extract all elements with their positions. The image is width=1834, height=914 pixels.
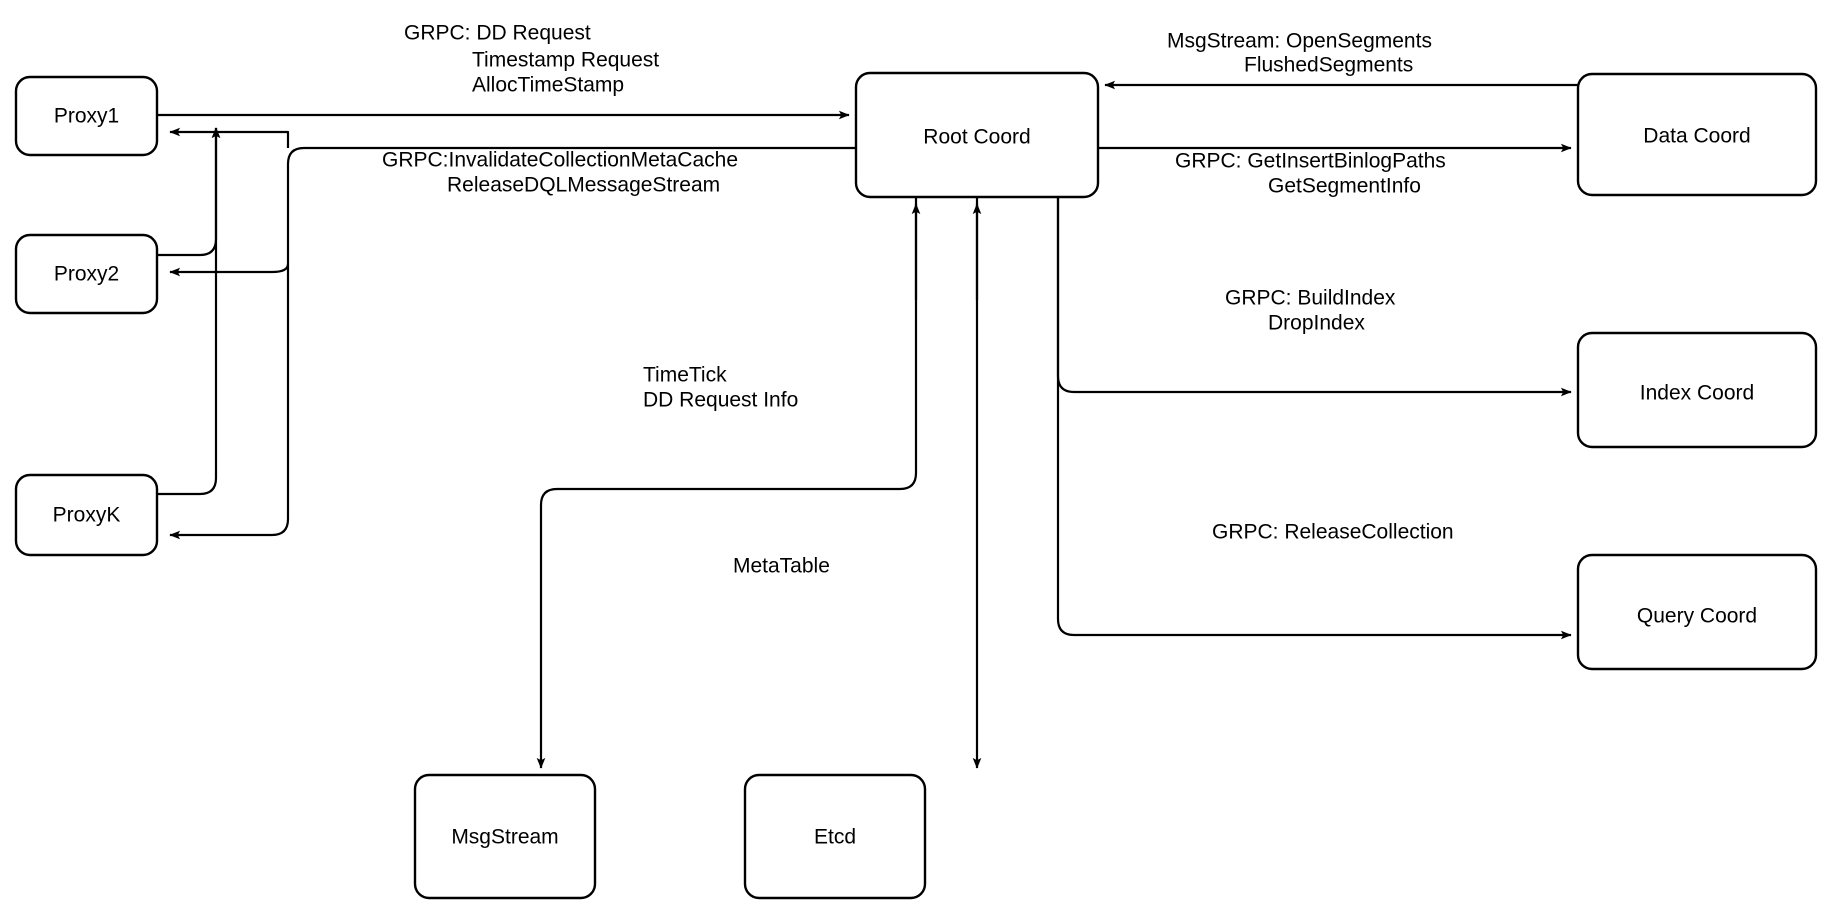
node-querycoord-box[interactable] — [1576, 553, 1818, 671]
node-indexcoord-label: Index Coord — [1640, 382, 1754, 405]
edge-label-line: FlushedSegments — [1244, 54, 1413, 77]
edge-rootcoord-to-msgstream — [536, 197, 918, 769]
edge-label-root-to-querycoord: GRPC: ReleaseCollection — [1212, 521, 1454, 544]
edge-label-line: MetaTable — [733, 555, 830, 578]
node-datacoord-label: Data Coord — [1643, 125, 1750, 148]
node-proxyk-box[interactable] — [14, 473, 159, 557]
edge-label-line: DD Request Info — [643, 389, 798, 412]
edge-label-line: GRPC: BuildIndex — [1225, 287, 1396, 310]
edge-bus-to-proxy1 — [169, 127, 290, 148]
edge-label-line: AllocTimeStamp — [472, 74, 624, 97]
node-proxy1[interactable]: Proxy1 — [14, 75, 159, 157]
node-proxy1-label: Proxy1 — [54, 105, 119, 128]
edge-label-line: MsgStream: OpenSegments — [1167, 30, 1432, 53]
node-rootcoord-label: Root Coord — [923, 126, 1030, 149]
edge-label-root-to-indexcoord: GRPC: BuildIndex DropIndex — [1225, 287, 1396, 335]
edge-label-root-to-proxy: GRPC:InvalidateCollectionMetaCache Relea… — [382, 149, 738, 197]
edge-label-line: GRPC: DD Request — [404, 22, 591, 45]
edge-label-line: ReleaseDQLMessageStream — [447, 174, 720, 197]
node-msgstream-box[interactable] — [413, 773, 597, 900]
node-layer: Proxy1 Proxy2 ProxyK Root Coord Data Coo… — [14, 71, 1818, 900]
node-etcd[interactable]: Etcd — [743, 773, 927, 900]
node-rootcoord[interactable]: Root Coord — [854, 71, 1100, 199]
edge-label-line: Timestamp Request — [472, 49, 659, 72]
edge-bus-to-proxy2 — [169, 263, 290, 277]
node-etcd-label: Etcd — [814, 826, 856, 849]
node-proxy1-box[interactable] — [14, 75, 159, 157]
edge-label-root-to-msgstream: TimeTick DD Request Info — [643, 364, 798, 412]
node-proxy2[interactable]: Proxy2 — [14, 233, 159, 315]
node-indexcoord-box[interactable] — [1576, 331, 1818, 449]
node-proxy2-label: Proxy2 — [54, 263, 119, 286]
node-proxy2-box[interactable] — [14, 233, 159, 315]
edge-label-line: GRPC: GetInsertBinlogPaths — [1175, 150, 1446, 173]
edge-label-line: DropIndex — [1268, 312, 1365, 335]
edge-label-root-to-etcd: MetaTable — [733, 555, 830, 578]
node-querycoord[interactable]: Query Coord — [1576, 553, 1818, 671]
node-etcd-box[interactable] — [743, 773, 927, 900]
edge-layer — [157, 80, 1578, 769]
edge-label-root-to-datacoord: GRPC: GetInsertBinlogPaths GetSegmentInf… — [1175, 150, 1446, 198]
node-indexcoord[interactable]: Index Coord — [1576, 331, 1818, 449]
node-msgstream[interactable]: MsgStream — [413, 773, 597, 900]
edge-label-line: TimeTick — [643, 364, 727, 387]
edge-proxyk-to-bus — [157, 127, 221, 496]
node-querycoord-label: Query Coord — [1637, 605, 1757, 628]
edge-proxy2-to-bus — [157, 127, 221, 257]
node-datacoord-box[interactable] — [1576, 72, 1818, 197]
edge-label-line: GRPC: ReleaseCollection — [1212, 521, 1454, 544]
edge-rootcoord-to-proxy-bus — [169, 146, 856, 540]
node-proxyk-label: ProxyK — [53, 504, 121, 527]
node-datacoord[interactable]: Data Coord — [1576, 72, 1818, 197]
node-rootcoord-box[interactable] — [854, 71, 1100, 199]
node-proxyk[interactable]: ProxyK — [14, 473, 159, 557]
edge-label-layer: GRPC: DD Request Timestamp Request Alloc… — [382, 22, 1454, 578]
edge-rootcoord-to-querycoord — [1056, 197, 1572, 640]
edge-label-line: GetSegmentInfo — [1268, 175, 1421, 198]
node-msgstream-label: MsgStream — [451, 826, 558, 849]
edge-label-line: GRPC:InvalidateCollectionMetaCache — [382, 149, 738, 172]
edge-label-proxy-to-root: GRPC: DD Request Timestamp Request Alloc… — [404, 22, 659, 97]
edge-label-datacoord-to-root: MsgStream: OpenSegments FlushedSegments — [1167, 30, 1432, 77]
